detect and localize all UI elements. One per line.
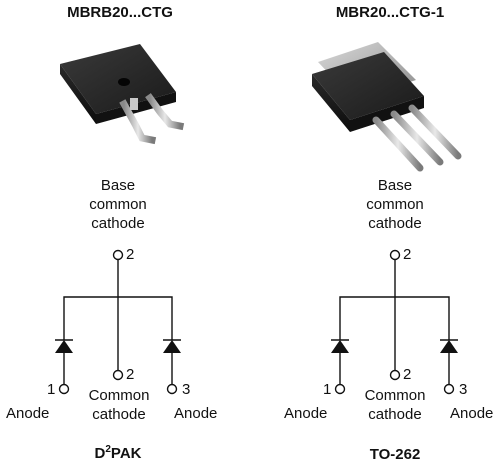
right-common-pin-terminal (389, 369, 401, 381)
right-anode-left-label: Anode (284, 405, 328, 422)
right-base-label-line3: cathode (368, 215, 422, 232)
right-base-pin-terminal (389, 249, 401, 261)
left-base-pin-number: 2 (126, 246, 135, 263)
left-anode-left-label: Anode (6, 405, 50, 422)
right-base-label-line1: Base (377, 177, 413, 194)
right-base-label-line2: common (366, 196, 424, 213)
left-base-label-line1: Base (100, 177, 136, 194)
left-pin1-number: 1 (47, 381, 56, 398)
d2pak-package-image (60, 44, 185, 145)
right-base-pin-number: 2 (403, 246, 412, 263)
right-anode3-terminal (443, 383, 455, 395)
left-package-rest: PAK (110, 445, 142, 462)
left-base-label: Base common cathode (78, 176, 158, 233)
left-common-pin-number: 2 (126, 366, 135, 383)
right-common-label-line1: Common (364, 387, 426, 404)
left-common-pin-terminal (112, 369, 124, 381)
right-pin3-number: 3 (459, 381, 468, 398)
left-package-name: D2PAK (68, 444, 168, 462)
left-diode1-symbol (55, 340, 73, 353)
left-common-label: Common cathode (74, 386, 164, 424)
right-common-label: Common cathode (350, 386, 440, 424)
right-anode1-terminal (334, 383, 346, 395)
right-anode-right-label: Anode (450, 405, 494, 422)
left-base-pin-terminal (112, 249, 124, 261)
left-common-label-line2: cathode (92, 406, 146, 423)
right-schematic (331, 249, 458, 395)
left-anode-right-label: Anode (174, 405, 218, 422)
left-common-label-line1: Common (88, 387, 150, 404)
left-part-title: MBRB20...CTG (67, 4, 173, 21)
left-pin3-number: 3 (182, 381, 191, 398)
to262-package-image (312, 42, 462, 172)
right-pin1-number: 1 (323, 381, 332, 398)
right-diode2-symbol (440, 340, 458, 353)
right-common-pin-number: 2 (403, 366, 412, 383)
right-part-title: MBR20...CTG-1 (335, 4, 445, 21)
left-diode2-symbol (163, 340, 181, 353)
left-schematic (55, 249, 181, 395)
left-anode3-terminal (166, 383, 178, 395)
left-base-label-line2: common (89, 196, 147, 213)
right-package-name: TO-262 (369, 446, 421, 463)
left-package-main: D (94, 445, 106, 462)
left-anode1-terminal (58, 383, 70, 395)
left-package-sup: 2 (105, 444, 111, 455)
right-common-label-line2: cathode (368, 406, 422, 423)
left-base-label-line3: cathode (91, 215, 145, 232)
right-diode1-symbol (331, 340, 349, 353)
right-base-label: Base common cathode (355, 176, 435, 233)
